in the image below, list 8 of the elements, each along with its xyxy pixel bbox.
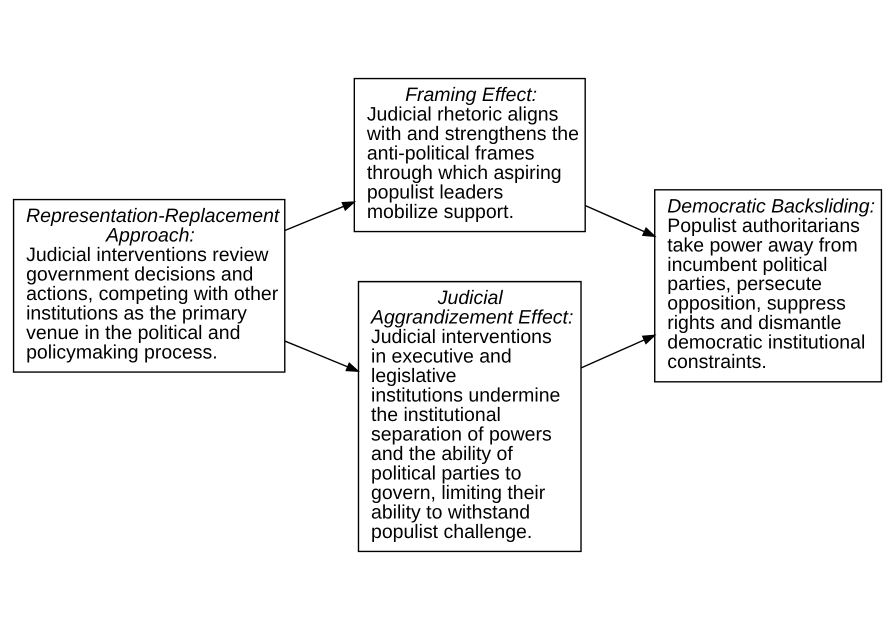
node-box: Representation-Replacement Approach: Judicial interventions review government decisions and actions, competing with other institutions as the primary venue in the political and policymaking process. — [12, 198, 286, 372]
node-box: Framing Effect: Judicial rhetoric aligns with and strengthens the anti-political frames through which aspiring populist leaders mobilize support. — [354, 77, 586, 232]
node-box: Judicial Aggrandizement Effect: Judicial interventions in executive and legislative institutions undermine the institutional separation of powers and the ability of political parties to govern, limiting their ability to withstand populist challenge. — [358, 280, 582, 552]
arrow — [284, 200, 356, 231]
arrow — [585, 204, 657, 237]
arrow — [284, 340, 360, 372]
node-box: Democratic Backsliding: Populist authoritarians take power away from incumbent political parties, persecute opposition, suppress rights and dismantle democratic institutional constraints. — [654, 188, 882, 382]
arrow — [580, 334, 656, 368]
